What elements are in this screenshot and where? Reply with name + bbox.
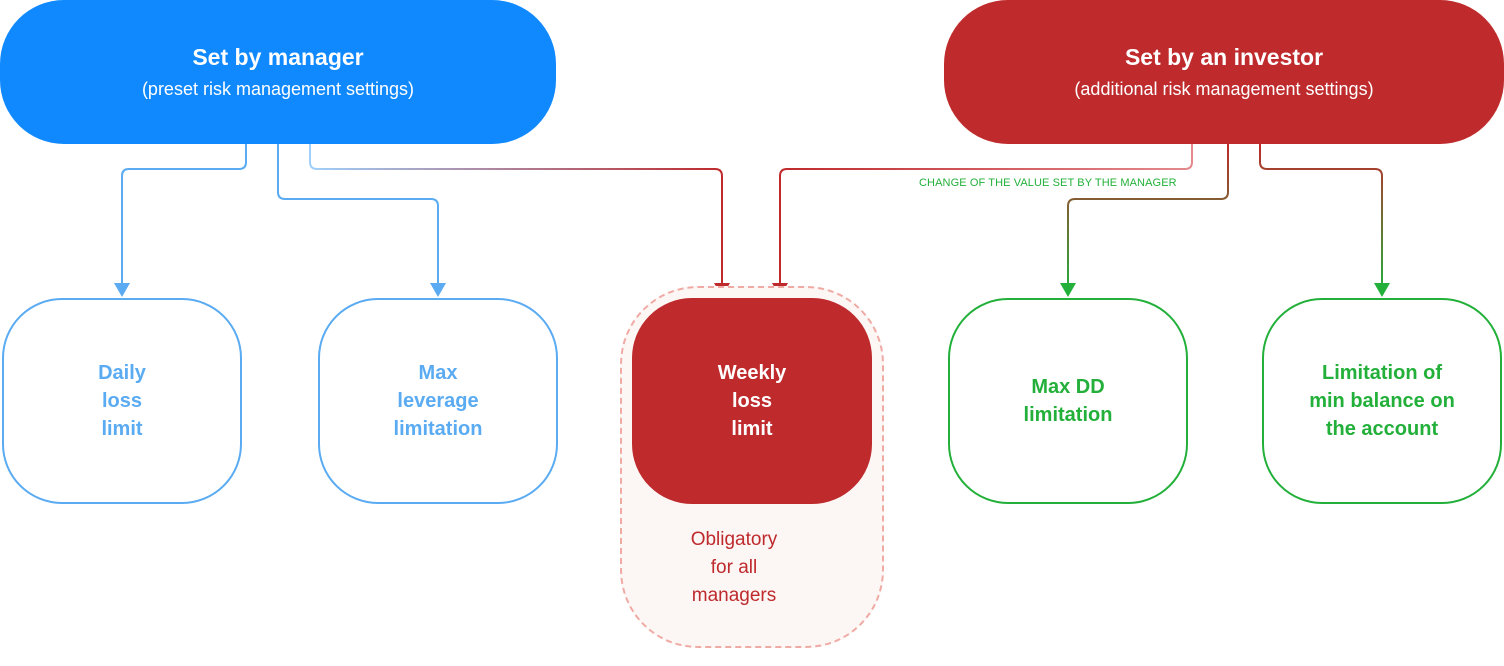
manager-header-box: Set by manager (preset risk management s… <box>0 0 556 144</box>
manager-subtitle: (preset risk management settings) <box>141 79 415 99</box>
max-dd-limitation-card: Max DD limitation <box>948 298 1188 504</box>
minbalance-card-line-2: min balance on <box>1309 390 1455 412</box>
line-investor-to-minbalance <box>1259 144 1383 284</box>
obligatory-line-1: Obligatory <box>690 529 778 550</box>
obligatory-line-3: managers <box>691 585 777 606</box>
investor-subtitle: (additional risk management settings) <box>1074 79 1374 99</box>
arrow-minbalance <box>1374 283 1390 297</box>
maxdd-card-line-1: Max DD <box>1031 376 1105 398</box>
line-investor-to-weekly <box>779 144 1193 284</box>
obligatory-note: Obligatory for all managers <box>620 526 848 610</box>
daily-card-line-3: limit <box>101 418 143 440</box>
investor-title: Set by an investor <box>1124 44 1324 70</box>
weekly-card-line-2: loss <box>731 390 772 412</box>
leverage-card-line-1: Max <box>418 362 458 384</box>
daily-loss-limit-card: Daily loss limit <box>2 298 242 504</box>
min-balance-limitation-card: Limitation of min balance on the account <box>1262 298 1502 504</box>
arrow-leverage <box>430 283 446 297</box>
max-leverage-card: Max leverage limitation <box>318 298 558 504</box>
daily-card-line-1: Daily <box>98 362 146 384</box>
leverage-card-line-3: limitation <box>393 418 483 440</box>
line-investor-to-maxdd <box>1067 144 1229 284</box>
arrow-maxdd <box>1060 283 1076 297</box>
change-value-label: CHANGE OF THE VALUE SET BY THE MANAGER <box>919 177 1177 189</box>
minbalance-card-line-1: Limitation of <box>1322 362 1442 384</box>
weekly-loss-limit-card: Weekly loss limit <box>632 298 872 504</box>
line-manager-to-weekly <box>309 144 723 284</box>
maxdd-card-line-2: limitation <box>1023 404 1113 426</box>
line-manager-to-daily <box>121 144 247 284</box>
weekly-card-line-3: limit <box>731 418 773 440</box>
arrow-daily <box>114 283 130 297</box>
line-manager-to-leverage <box>277 144 439 284</box>
obligatory-line-2: for all <box>710 557 758 578</box>
manager-title: Set by manager <box>192 44 364 70</box>
daily-card-line-2: loss <box>101 390 143 412</box>
leverage-card-line-2: leverage <box>397 390 479 412</box>
investor-header-box: Set by an investor (additional risk mana… <box>944 0 1504 144</box>
minbalance-card-line-3: the account <box>1325 418 1439 440</box>
weekly-card-line-1: Weekly <box>717 362 787 384</box>
